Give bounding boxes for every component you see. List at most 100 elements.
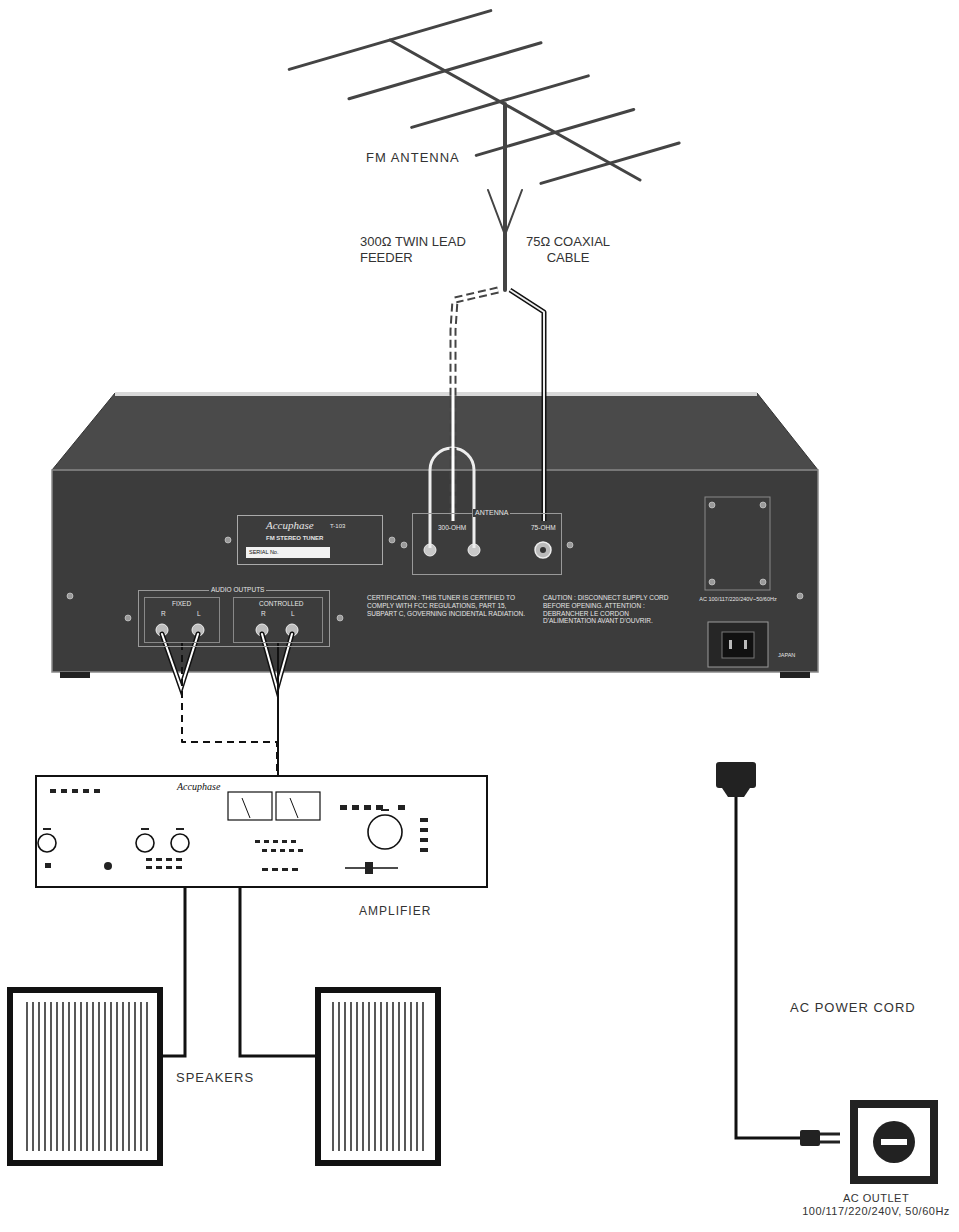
tuner-rear-panel: Accuphase T-103 FM STEREO TUNER SERIAL No. 3… — [52, 470, 818, 672]
speaker — [10, 990, 438, 1163]
knob-marker — [176, 828, 184, 830]
button — [271, 849, 276, 852]
text-holder: SPEAKERS — [176, 1070, 254, 1086]
speaker-wire — [160, 888, 318, 1056]
cable-stroke — [510, 290, 544, 521]
button — [282, 868, 288, 871]
panel-text: R — [261, 610, 266, 618]
button — [298, 849, 303, 852]
heading-label: FM ANTENNA — [366, 150, 460, 166]
text-holder: Accuphase — [177, 781, 220, 793]
antenna-element — [476, 109, 633, 155]
antenna-element — [289, 11, 491, 70]
power-plug — [716, 762, 756, 788]
cable-stroke — [453, 290, 498, 521]
wall-plug — [820, 1141, 840, 1144]
button — [166, 866, 172, 869]
panel-text: Accuphase — [266, 519, 314, 532]
button — [262, 849, 267, 852]
cable-stroke — [277, 643, 279, 775]
tuner-body — [60, 672, 90, 678]
panel-text: JAPAN — [778, 652, 795, 659]
level-meter — [276, 792, 320, 820]
text-holder: AMPLIFIER — [359, 904, 431, 918]
text-holder: 300Ω TWIN LEAD FEEDER — [360, 234, 482, 265]
ac-inlet — [722, 632, 754, 658]
terminal-300-ohm: 300-OHM — [419, 521, 487, 573]
panel-text: L — [291, 610, 295, 618]
antenna-element — [349, 43, 541, 99]
ac-inlet — [708, 622, 768, 667]
tuner-body — [780, 672, 810, 678]
meter-needle — [290, 798, 298, 818]
tuner-body — [115, 392, 757, 396]
text-holder: AUDIO OUTPUTS — [209, 586, 266, 594]
antenna-element — [541, 143, 679, 183]
button — [340, 805, 347, 810]
text-holder: R — [161, 610, 166, 618]
button — [282, 840, 287, 843]
ac-inlet — [729, 640, 732, 649]
wall-plug — [800, 1130, 840, 1146]
text-holder: FM STEREO TUNER — [266, 535, 323, 542]
button — [176, 866, 182, 869]
text-holder: SERIAL No. — [246, 547, 330, 558]
controlled-output-group: CONTROLLED R L — [233, 597, 323, 643]
fixed-output-group: FIXED R L — [144, 597, 220, 643]
button — [146, 866, 152, 869]
button — [176, 858, 182, 861]
meter-needle — [242, 798, 250, 818]
button — [420, 818, 428, 822]
panel-text: CERTIFICATION : THIS TUNER IS CERTIFIED … — [367, 594, 532, 617]
text-holder: AC POWER CORD — [790, 1000, 916, 1016]
level-meter — [228, 792, 272, 820]
power-plug — [716, 762, 756, 797]
ac-inlet — [744, 640, 747, 649]
cable-stroke — [510, 290, 544, 521]
part-label: SPEAKERS — [176, 1070, 254, 1086]
button — [61, 789, 67, 793]
button — [420, 848, 428, 852]
antenna-strut — [488, 190, 522, 235]
antenna-mast — [503, 104, 507, 290]
tuner-body — [52, 393, 818, 678]
text-holder: R — [261, 610, 266, 618]
text-holder: T-103 — [330, 523, 345, 530]
power-cord — [736, 797, 802, 1138]
antenna-node: FM ANTENNA — [270, 5, 710, 290]
button — [398, 805, 405, 810]
text-holder: ANTENNA — [473, 509, 510, 517]
button — [420, 828, 428, 832]
cable-stroke — [453, 290, 498, 521]
screw — [709, 579, 715, 585]
text-holder: CONTROLLED — [259, 600, 303, 608]
panel-text: 75-OHM — [531, 524, 556, 532]
panel-text: 300-OHM — [438, 524, 466, 532]
text-holder: L — [291, 610, 295, 618]
screw — [760, 579, 766, 585]
button — [292, 868, 298, 871]
knob-marker — [141, 828, 149, 830]
button — [156, 866, 162, 869]
wall-plug — [800, 1130, 820, 1146]
text-holder: FM ANTENNA — [366, 150, 460, 166]
heading-label: AUDIO OUTPUTS — [209, 586, 266, 594]
speaker — [22, 1002, 148, 1151]
screw — [567, 542, 573, 548]
text-holder: L — [197, 610, 201, 618]
panel-text: FIXED — [172, 600, 191, 608]
text-holder: 300-OHM — [438, 524, 466, 532]
screw — [225, 537, 231, 543]
button — [166, 858, 172, 861]
speaker — [330, 1002, 426, 1151]
panel-text: R — [161, 610, 166, 618]
button — [273, 840, 278, 843]
knob — [136, 834, 154, 852]
panel-text: T-103 — [330, 523, 345, 530]
panel-text: AC 100/117/220/240V~50/60Hz — [693, 596, 783, 603]
output-jack — [156, 624, 298, 636]
knob — [171, 834, 189, 852]
panel-text: CONTROLLED — [259, 600, 303, 608]
text-holder: CERTIFICATION : THIS TUNER IS CERTIFIED … — [367, 594, 532, 617]
button — [280, 849, 285, 852]
